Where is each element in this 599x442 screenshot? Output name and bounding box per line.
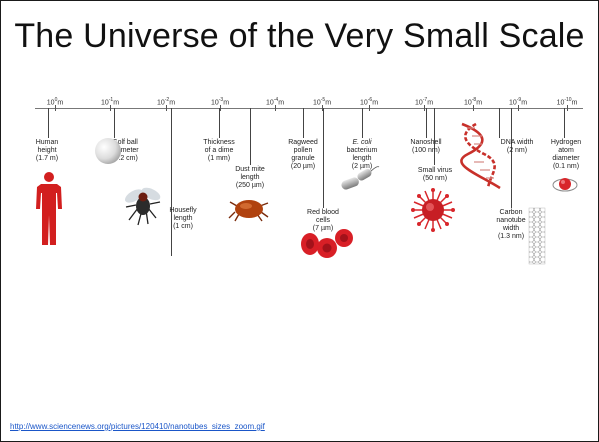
- scale-axis: [35, 108, 583, 109]
- label-dna-width: DNA width(2 nm): [501, 139, 534, 155]
- leader-golf: [114, 108, 115, 138]
- hydrogen-atom-icon: [552, 173, 578, 195]
- leader-virus: [434, 108, 435, 165]
- label-nanoshell: Nanoshell(100 nm): [410, 139, 441, 155]
- leader-hydrogen: [564, 108, 565, 138]
- leader-dime: [219, 108, 220, 138]
- dna-helix-icon: [458, 122, 504, 192]
- leader-ecoli: [362, 108, 363, 138]
- scale-tick-mark: [220, 105, 221, 111]
- slide-title: The Universe of the Very Small Scale: [1, 17, 598, 56]
- label-small-virus: Small virus(50 nm): [418, 167, 452, 183]
- red-blood-cells-icon: [298, 226, 358, 260]
- scale-tick-mark: [110, 105, 111, 111]
- scale-tick-mark: [275, 105, 276, 111]
- scale-tick-mark: [55, 105, 56, 111]
- housefly-icon: [120, 184, 166, 230]
- ecoli-bacterium-icon: [339, 163, 381, 197]
- leader-dustmite: [250, 108, 251, 165]
- scale-tick-mark: [518, 105, 519, 111]
- scale-tick-mark: [424, 105, 425, 111]
- carbon-nanotube-icon: [528, 207, 546, 265]
- leader-human: [48, 108, 49, 138]
- scale-tick-mark: [166, 105, 167, 111]
- golf-ball-icon: [94, 137, 122, 165]
- leader-redblood: [323, 108, 324, 208]
- scale-tick-mark: [567, 105, 568, 111]
- leader-nanotube: [511, 108, 512, 208]
- leader-pollen: [303, 108, 304, 138]
- small-virus-icon: [410, 187, 456, 233]
- source-link[interactable]: http://www.sciencenews.org/pictures/1204…: [10, 422, 265, 431]
- dust-mite-icon: [227, 196, 271, 222]
- scale-tick-mark: [473, 105, 474, 111]
- human-figure-icon: [31, 171, 67, 247]
- leader-nanoshell: [426, 108, 427, 138]
- leader-housefly: [171, 108, 172, 256]
- scale-tick-mark: [369, 105, 370, 111]
